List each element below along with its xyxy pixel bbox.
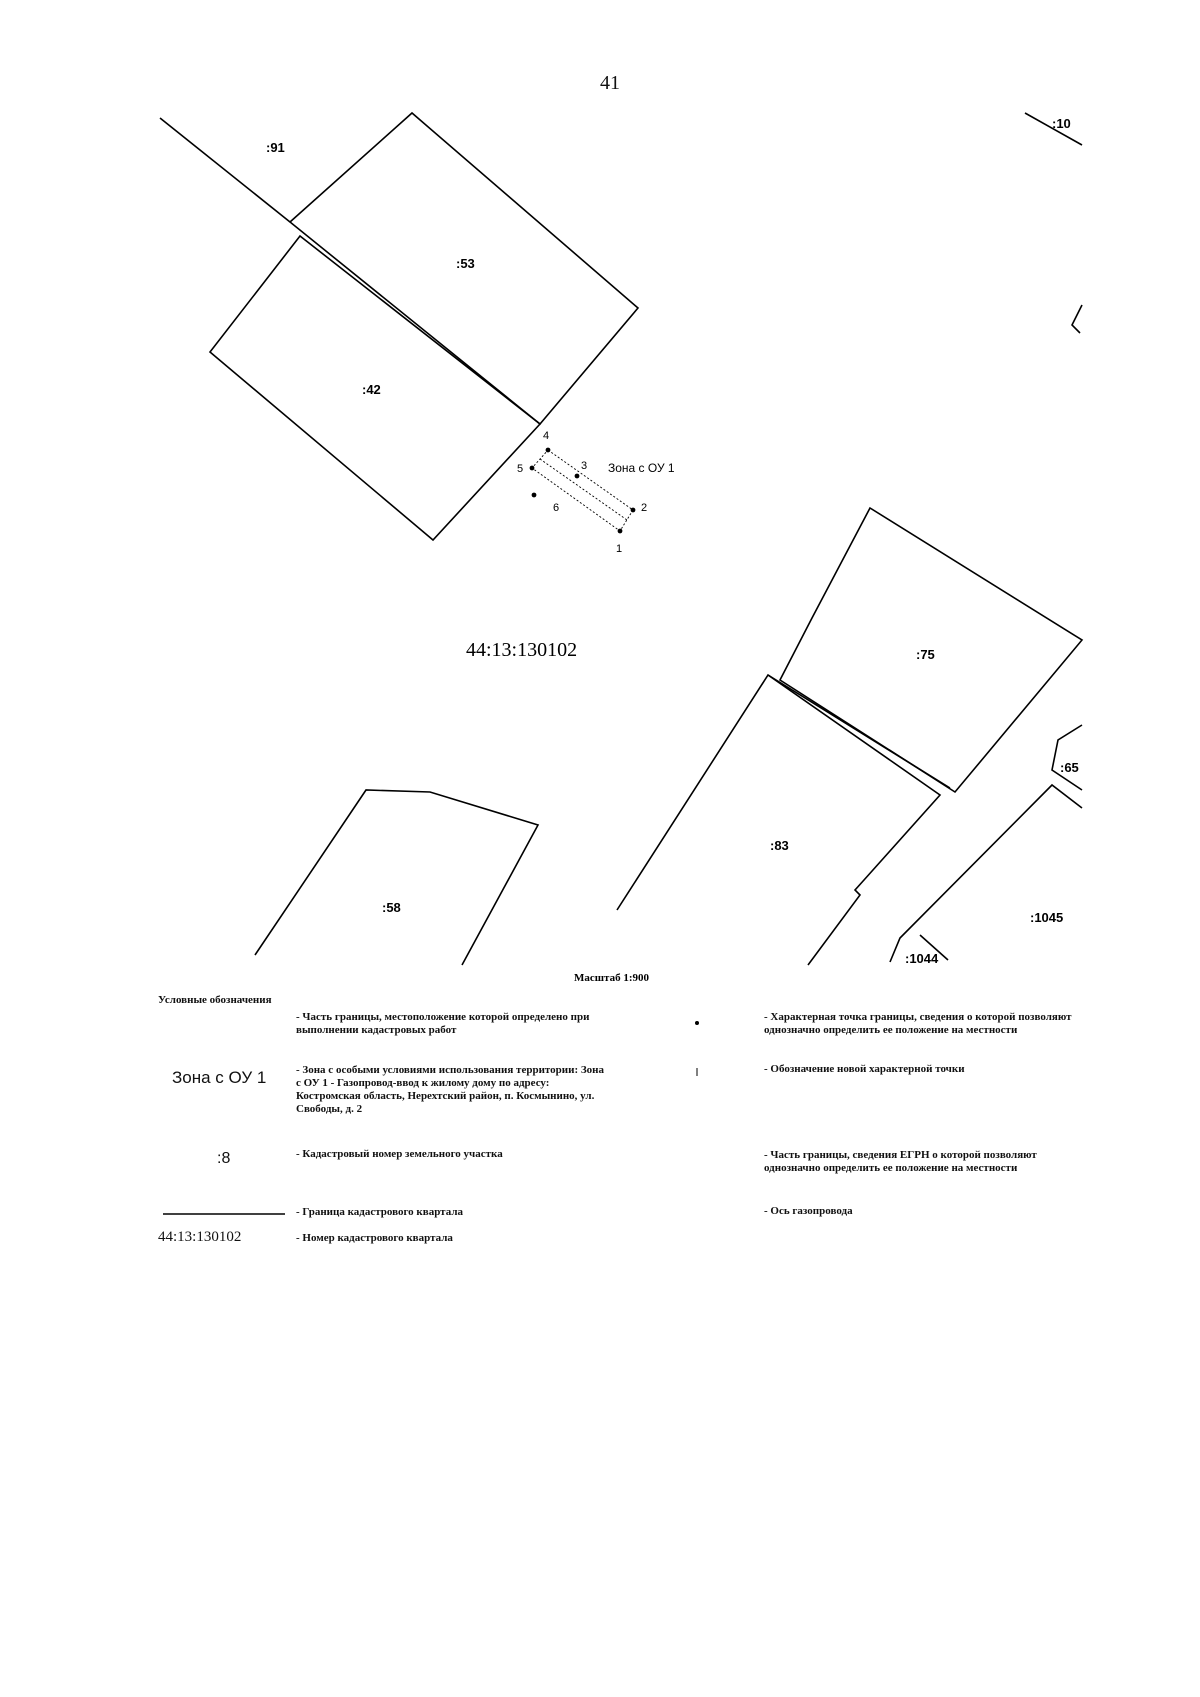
page-number: 41: [600, 72, 620, 94]
quarter-number: 44:13:130102: [466, 639, 577, 661]
legend-graphics: [163, 1021, 699, 1215]
plot-label-65: :65: [1060, 760, 1079, 775]
plot-label-58: :58: [382, 900, 401, 915]
legend-item-gas-axis: - Ось газопровода: [764, 1205, 853, 1217]
plot-label-83: :83: [770, 838, 789, 853]
point-label-4: 4: [543, 430, 549, 442]
point-3: [574, 473, 580, 479]
point-label-6: 6: [553, 502, 559, 514]
characteristic-points: [529, 447, 636, 534]
map-scale: Масштаб 1:900: [574, 972, 650, 984]
point-label-1: 1: [616, 543, 622, 555]
plot-1044-boundary: [919, 934, 949, 961]
point-label-3: 3: [581, 460, 587, 472]
plot-label-75: :75: [916, 647, 935, 662]
plot-label-1044: :1044: [905, 951, 939, 966]
legend-item-quarter-boundary: - Граница кадастрового квартала: [296, 1206, 463, 1218]
plot-label-42: :42: [362, 382, 381, 397]
plot-boundaries: [159, 111, 1084, 966]
plot-label-53: :53: [456, 256, 475, 271]
point-4: [545, 447, 551, 453]
legend-symbol-zone: Зона с ОУ 1: [172, 1068, 267, 1087]
point-6: [531, 492, 537, 498]
point-5: [529, 465, 535, 471]
zone-label: Зона с ОУ 1: [608, 461, 675, 475]
boundary-91: [159, 117, 291, 223]
plot-83-boundary: [616, 673, 942, 966]
point-label-2: 2: [641, 502, 647, 514]
plot-65-boundary: [1051, 724, 1083, 791]
plot-label-1045: :1045: [1030, 910, 1063, 925]
boundary-10: [1024, 112, 1083, 146]
point-2: [630, 507, 636, 513]
legend-item-zone: - Зона с особыми условиями использования…: [296, 1064, 605, 1115]
legend-symbol-cadastral: :8: [217, 1150, 231, 1167]
legend-item-characteristic-point: - Характерная точка границы, сведения о …: [764, 1011, 1072, 1036]
plot-83-double: [767, 674, 951, 789]
legend-title: Условные обозначения: [158, 994, 272, 1006]
legend-item-egrn-boundary: - Часть границы, сведения ЕГРН о которой…: [764, 1149, 1037, 1174]
plot-58-boundary: [254, 789, 540, 966]
plot-53-boundary: [288, 111, 640, 426]
legend-item-boundary-defined: - Часть границы, местоположение которой …: [296, 1011, 590, 1036]
legend-item-quarter-number: - Номер кадастрового квартала: [296, 1232, 453, 1244]
gas-axis: [539, 458, 628, 521]
plot-label-91: :91: [266, 140, 285, 155]
legend-item-cadastral-number: - Кадастровый номер земельного участка: [296, 1148, 503, 1160]
point-label-5: 5: [517, 463, 523, 475]
legend-symbol-quarter: 44:13:130102: [158, 1229, 242, 1245]
plot-1045-boundary: [889, 783, 1083, 963]
boundary-right-fragment: [1071, 304, 1083, 334]
plot-label-10: :10: [1052, 116, 1071, 131]
legend-item-new-point: - Обозначение новой характерной точки: [764, 1063, 965, 1075]
plot-42-boundary: [208, 234, 542, 542]
legend-point-symbol: [695, 1021, 699, 1025]
point-1: [617, 528, 623, 534]
